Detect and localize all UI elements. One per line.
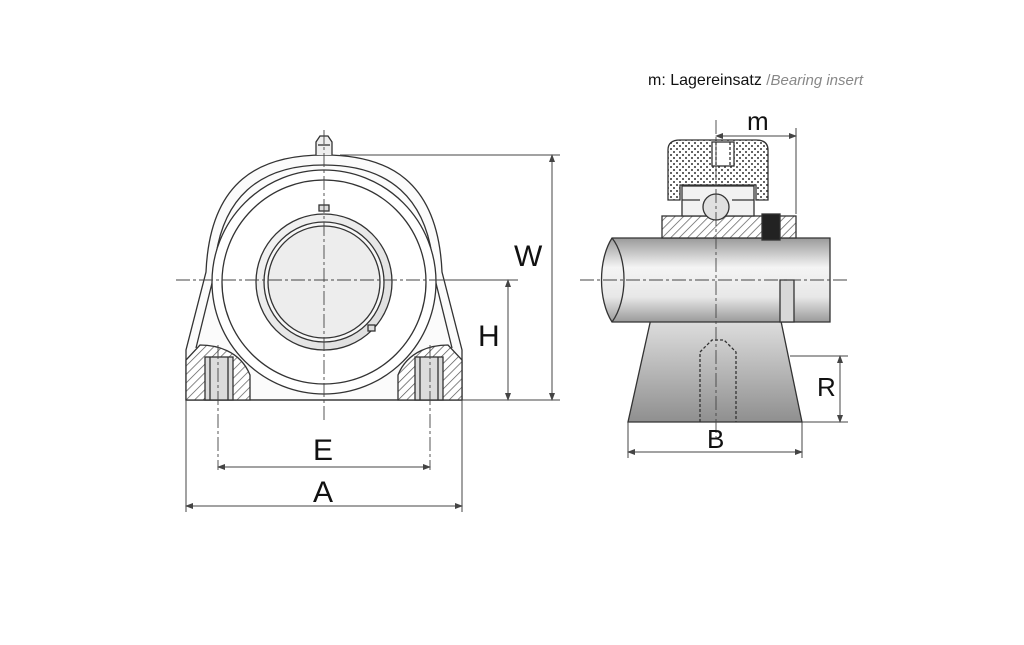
label-m: m bbox=[747, 106, 769, 136]
legend: m: Lagereinsatz /Bearing insert bbox=[648, 72, 863, 90]
label-A: A bbox=[313, 476, 334, 509]
side-center-lines bbox=[580, 120, 850, 440]
legend-text: m: Lagereinsatz bbox=[648, 72, 762, 89]
legend-separator: / bbox=[766, 72, 771, 89]
side-view bbox=[600, 139, 831, 423]
side-dimension-lines bbox=[627, 128, 848, 458]
shaft bbox=[600, 237, 831, 323]
label-R: R bbox=[817, 372, 836, 402]
legend-translation: Bearing insert bbox=[770, 72, 864, 89]
front-dimension-lines bbox=[185, 154, 560, 512]
label-B: B bbox=[707, 424, 725, 454]
label-E: E bbox=[313, 434, 334, 467]
bearing-insert-housing bbox=[667, 139, 769, 201]
label-H: H bbox=[478, 320, 500, 353]
front-view bbox=[185, 135, 463, 401]
label-W: W bbox=[514, 240, 543, 273]
